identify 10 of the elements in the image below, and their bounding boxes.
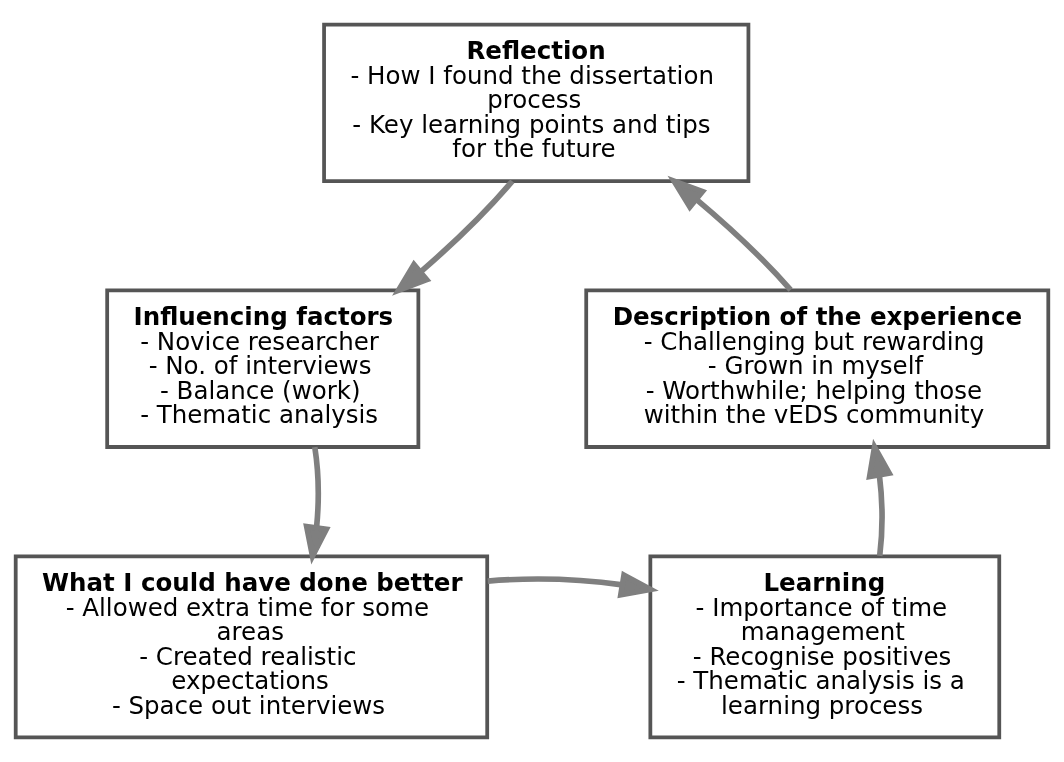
- node-box: What I could have done better - Allowed extra time for some areas - Created realistic expectations - Space out interviews: [13, 554, 490, 740]
- node-box: Description of the experience - Challenging but rewarding - Grown in myself - Worthwhile; helping those within the vEDS community: [584, 288, 1051, 449]
- arrow: [487, 570, 659, 599]
- arrow: [667, 175, 793, 292]
- arrow: [866, 438, 894, 557]
- node-box: Influencing factors - Novice researcher - No. of interviews - Balance (work) - Thematic analysis: [105, 288, 421, 449]
- arrow: [392, 179, 515, 296]
- node-box: Learning - Importance of time management - Recognise positives - Thematic analysis is a learning process: [648, 554, 1002, 740]
- node-box: Reflection - How I found the dissertation process - Key learning points and tips for the future: [322, 22, 751, 183]
- arrow: [303, 446, 331, 565]
